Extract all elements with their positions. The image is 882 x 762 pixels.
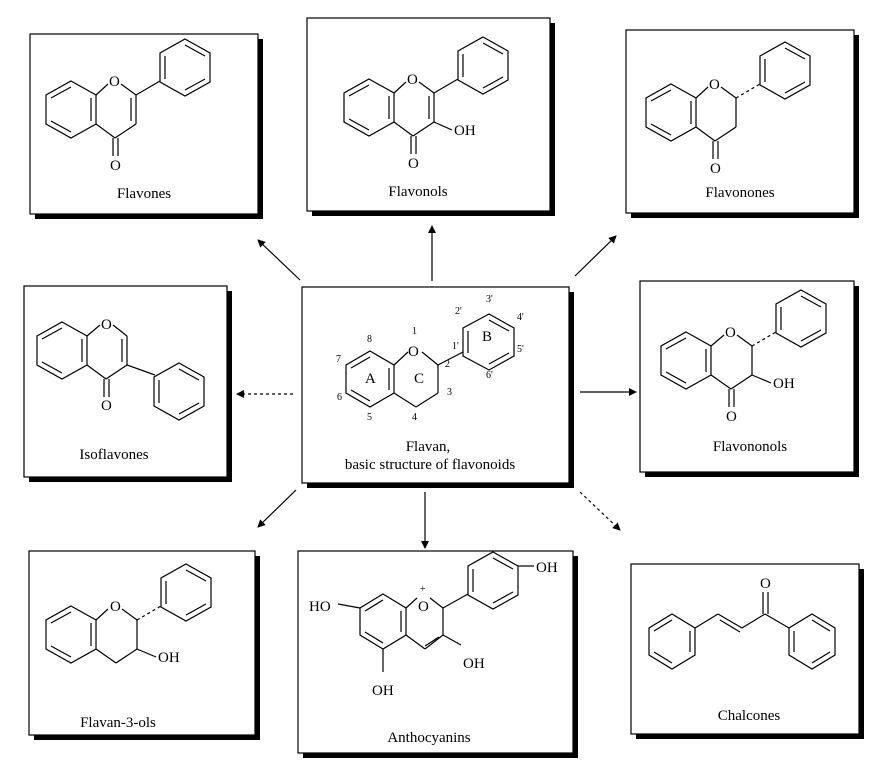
box-flavones: O O Flavones [29,33,263,219]
atom-number: 3' [486,294,493,305]
structure-anthocyanins: O + HO OH OH OH [309,551,558,699]
atom-o: O [110,158,121,174]
atom-o: O [101,317,112,333]
box-flavan: O A B C 1 2 3 4 5 6 7 8 1' 2' 3' 4' 5' 6… [301,286,574,488]
atom-oh: OH [454,123,476,139]
atom-ho: HO [309,599,331,615]
ring-label-b: B [482,329,492,345]
atom-number: 7 [336,354,341,365]
flavan-title-line1: Flavan, [406,439,451,455]
arrow-to-flavones [257,239,301,281]
atom-number: 2 [445,359,450,370]
label-flavanonols: Flavononols [713,439,787,455]
atom-o: O [408,344,419,360]
atom-o: O [710,161,721,177]
structure-flavan: O A B C 1 2 3 4 5 6 7 8 1' 2' 3' 4' 5' 6… [336,294,524,423]
atom-number: 1' [452,341,459,352]
atom-o: O [760,576,771,592]
atom-number: 4' [517,312,524,323]
atom-number: 8 [367,334,372,345]
ring-label-c: C [414,371,424,387]
label-flavones: Flavones [117,186,171,202]
atom-o: O [709,77,720,93]
arrow-to-flavanones [574,235,617,277]
box-anthocyanins: O + HO OH OH OH Anthocyanins [297,550,578,758]
atom-number: 6' [486,370,493,381]
atom-oh: OH [536,560,558,576]
label-flavonols: Flavonols [388,184,447,200]
ring-label-a: A [365,371,376,387]
box-flavan3ols: O OH Flavan-3-ols [28,550,260,740]
flavan-title-line2: basic structure of flavonoids [345,457,516,473]
box-flavanones: O O Flavonones [625,29,859,218]
structure-isoflavones: O O [36,317,205,421]
atom-number: 4 [412,412,417,423]
arrow-to-flavan3ols [257,489,297,528]
atom-oh: OH [463,656,485,672]
box-chalcones: O Chalcones [630,563,864,739]
box-isoflavones: O O Isoflavones [23,285,232,482]
atom-o: O [407,72,418,88]
arrow-to-chalcones [579,491,621,531]
structure-chalcones: O [648,576,836,670]
structure-flavonols: O O OH [343,36,509,172]
label-flavan3ols: Flavan-3-ols [80,715,156,731]
label-anthocyanins: Anthocyanins [387,730,470,746]
cation-charge: + [420,584,426,595]
atom-number: 5 [367,412,372,423]
atom-oh: OH [372,683,394,699]
atom-oh: OH [158,650,180,666]
arrows [236,225,637,549]
atom-number: 3 [447,387,452,398]
structure-flavanonols: O O OH [660,289,827,425]
atom-o: O [101,398,112,414]
box-flavanonols: O O OH Flavononols [639,280,859,477]
structure-flavanones: O O [645,41,811,177]
atom-o: O [418,599,429,615]
atom-o: O [725,325,736,341]
label-isoflavones: Isoflavones [79,447,148,463]
atom-oh: OH [773,376,795,392]
box-flavonols: O O OH Flavonols [306,17,555,216]
atom-number: 6 [337,392,342,403]
structure-flavan3ols: O OH [45,563,212,666]
atom-o: O [110,599,121,615]
atom-number: 2' [455,306,462,317]
atom-number: 1 [412,326,417,337]
label-flavanones: Flavonones [705,185,774,201]
atom-o: O [726,409,737,425]
atom-number: 5' [517,344,524,355]
structure-flavones: O O [45,38,211,174]
label-chalcones: Chalcones [718,708,781,724]
atom-o: O [408,156,419,172]
atom-o: O [109,74,120,90]
